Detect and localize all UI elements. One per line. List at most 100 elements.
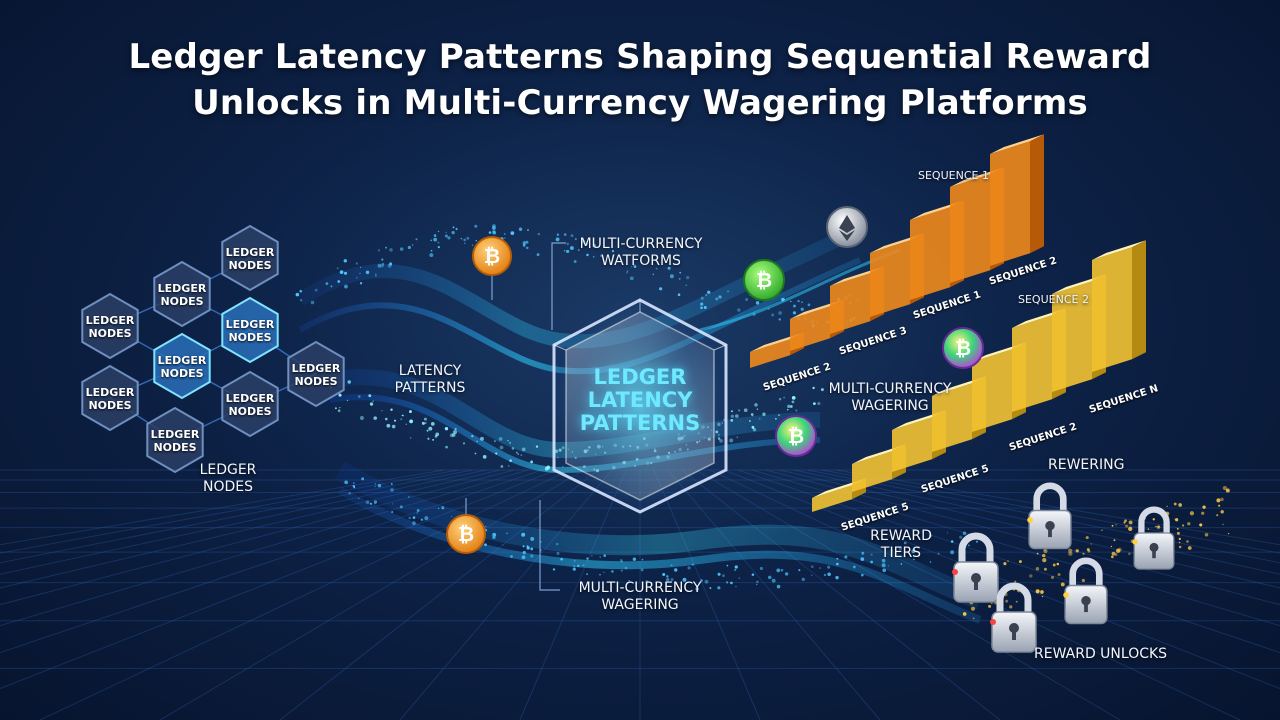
data-particle bbox=[844, 555, 848, 559]
data-particle bbox=[299, 289, 303, 293]
stair-block bbox=[1092, 247, 1132, 372]
data-particle bbox=[570, 234, 574, 238]
data-particle bbox=[429, 253, 434, 258]
ledger-nodes-caption: LEDGER NODES bbox=[199, 462, 257, 495]
data-particle bbox=[791, 395, 796, 400]
data-particle bbox=[409, 437, 412, 439]
data-particle bbox=[881, 563, 886, 568]
sparkle bbox=[1068, 551, 1073, 556]
data-particle bbox=[399, 505, 403, 509]
stair-block bbox=[1012, 315, 1052, 412]
data-particle bbox=[730, 419, 734, 422]
data-particle bbox=[611, 249, 615, 253]
data-particle bbox=[555, 542, 559, 546]
data-particle bbox=[437, 246, 441, 249]
data-particle bbox=[346, 399, 349, 402]
data-particle bbox=[409, 410, 412, 414]
data-particle bbox=[738, 409, 741, 412]
data-particle bbox=[384, 417, 388, 421]
hex-label: LEDGER NODES bbox=[291, 362, 341, 388]
data-particle bbox=[344, 271, 348, 275]
data-particle bbox=[401, 414, 404, 417]
rewering-label: REWERING bbox=[1048, 457, 1125, 473]
data-particle bbox=[451, 433, 456, 437]
stair-block bbox=[812, 485, 852, 512]
data-particle bbox=[709, 587, 712, 590]
data-particle bbox=[433, 237, 438, 242]
sparkle bbox=[1057, 573, 1061, 577]
data-particle bbox=[522, 550, 526, 555]
stair-block bbox=[830, 273, 870, 334]
data-particle bbox=[453, 430, 458, 435]
data-particle bbox=[755, 301, 760, 305]
sparkle bbox=[1029, 574, 1033, 578]
data-particle bbox=[777, 414, 781, 417]
leader-lines bbox=[465, 242, 566, 591]
sparkle bbox=[970, 606, 976, 611]
sparkle bbox=[1111, 551, 1116, 556]
sparkle bbox=[1176, 527, 1179, 530]
data-particle bbox=[629, 276, 634, 281]
data-particle bbox=[754, 403, 758, 407]
data-particle bbox=[670, 564, 673, 567]
sparkle bbox=[1090, 543, 1092, 545]
ledger-node-icon bbox=[221, 224, 279, 292]
data-particle bbox=[641, 558, 644, 561]
sparkle bbox=[1178, 541, 1181, 544]
sparkle bbox=[1085, 536, 1089, 540]
data-particle bbox=[819, 567, 822, 569]
data-particle bbox=[530, 554, 534, 558]
data-particle bbox=[812, 386, 815, 390]
data-particle bbox=[430, 249, 433, 252]
data-particle bbox=[726, 581, 729, 584]
data-particle bbox=[603, 571, 605, 574]
data-particle bbox=[778, 318, 781, 321]
data-particle bbox=[430, 239, 433, 242]
hex-label: LEDGER NODES bbox=[85, 386, 135, 412]
data-particle bbox=[454, 427, 457, 431]
data-particle bbox=[913, 558, 915, 561]
data-particle bbox=[425, 422, 427, 424]
data-particle bbox=[797, 300, 800, 303]
data-particle bbox=[817, 401, 821, 406]
data-particle bbox=[762, 412, 766, 416]
data-particle bbox=[336, 267, 339, 270]
page-title: Ledger Latency Patterns Shaping Sequenti… bbox=[0, 34, 1280, 126]
ledger-node-icon bbox=[153, 332, 211, 400]
data-particle bbox=[566, 249, 570, 254]
data-particle bbox=[365, 270, 370, 275]
data-particle bbox=[734, 414, 739, 418]
data-particle bbox=[620, 569, 623, 572]
data-particle bbox=[462, 442, 466, 445]
data-particle bbox=[485, 525, 487, 528]
ledger-node-icon bbox=[221, 296, 279, 364]
bitcoin-icon: ₿ bbox=[775, 415, 817, 457]
data-particle bbox=[377, 249, 381, 252]
sparkle bbox=[1178, 545, 1182, 549]
data-particle bbox=[451, 230, 455, 235]
data-particle bbox=[729, 438, 734, 443]
data-particle bbox=[950, 550, 955, 555]
data-particle bbox=[962, 531, 967, 536]
data-particle bbox=[526, 229, 530, 232]
padlock-icon bbox=[1027, 482, 1072, 550]
data-particle bbox=[968, 544, 970, 547]
padlock-icon bbox=[1063, 557, 1108, 625]
stair-block bbox=[892, 417, 932, 472]
data-particle bbox=[495, 452, 498, 455]
data-particle bbox=[521, 447, 526, 452]
data-particle bbox=[391, 503, 394, 505]
sparkle bbox=[988, 604, 992, 608]
data-particle bbox=[416, 512, 419, 514]
data-particle bbox=[359, 272, 361, 274]
data-particle bbox=[791, 400, 795, 404]
sparkle bbox=[1166, 505, 1168, 507]
sparkle bbox=[1218, 504, 1221, 507]
data-particle bbox=[573, 260, 577, 263]
data-particle bbox=[632, 557, 637, 561]
ethereum-icon bbox=[826, 206, 868, 248]
data-particle bbox=[853, 565, 856, 567]
data-particle bbox=[463, 238, 466, 242]
data-particle bbox=[750, 413, 754, 416]
sparkle bbox=[1041, 595, 1044, 598]
